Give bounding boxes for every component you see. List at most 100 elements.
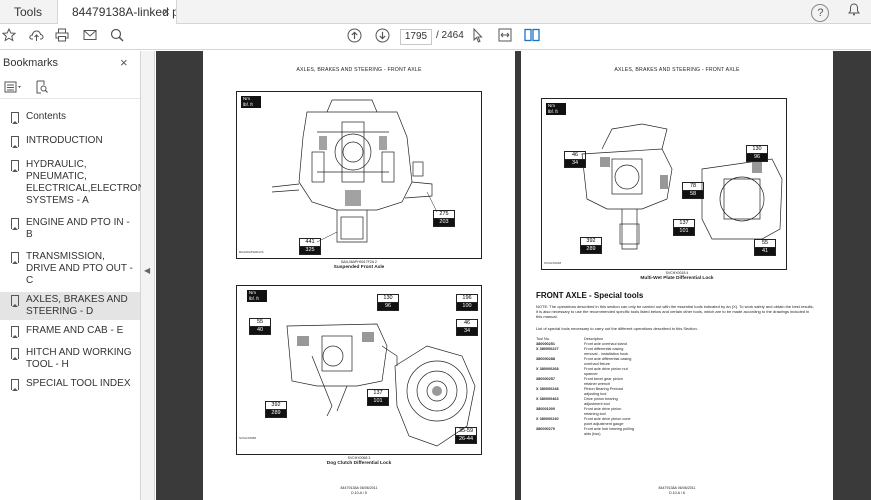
mail-icon[interactable] <box>81 28 99 46</box>
bookmark-item[interactable]: SPECIAL TOOL INDEX <box>0 376 140 392</box>
tool-number: 380001000 <box>536 407 556 411</box>
figure-id: SVCHX0068 <box>239 436 257 440</box>
bookmark-item[interactable]: ENGINE AND PTO IN - B <box>0 215 140 243</box>
tool-description: Front axle drive pinion nut <box>584 367 628 371</box>
tool-description: retaining tool <box>584 412 606 416</box>
bell-icon[interactable] <box>845 3 863 21</box>
tool-number: X 380000240 <box>536 417 559 421</box>
axle-drawing <box>271 99 438 243</box>
page-number-input[interactable]: 1795 <box>400 29 432 45</box>
tool-number: 380000251 <box>536 342 556 346</box>
figure-id: SVCHX0018 <box>544 261 562 265</box>
footer-page-ref: D.10.A / 5 <box>351 491 367 495</box>
bookmark-search-icon[interactable] <box>32 80 50 98</box>
two-page-view-icon[interactable] <box>523 28 541 46</box>
star-icon[interactable] <box>0 27 18 46</box>
tool-description: adjusting tool <box>584 392 607 396</box>
bookmark-label: HITCH AND WORKING TOOL - H <box>26 347 132 370</box>
bookmark-icon <box>11 326 19 338</box>
bookmark-label: FRAME AND CAB - E <box>26 325 124 336</box>
zoom-search-icon[interactable] <box>108 28 126 46</box>
document-viewer[interactable]: AXLES, BRAKES AND STEERING - FRONT AXLE … <box>156 51 871 500</box>
table-row: 380001000 Front axle drive pinion <box>536 407 716 412</box>
tool-description: Front axle differential casing <box>584 357 632 361</box>
table-row: aids (two) <box>536 432 716 437</box>
bookmark-item[interactable]: HYDRAULIC, PNEUMATIC, ELECTRICAL,ELECTRO… <box>0 157 155 209</box>
options-menu-icon[interactable] <box>4 80 22 98</box>
figure-ref: SVCHX0068 3 <box>347 456 371 460</box>
tool-description: Front axle drive pinion cone <box>584 417 631 421</box>
tool-number: X 380000227 <box>536 347 559 351</box>
table-row: 380000288 Front axle differential casing <box>536 357 716 362</box>
next-page-icon[interactable] <box>373 28 391 46</box>
tool-number: X 380000268 <box>536 367 559 371</box>
table-row: removal - installation hook <box>536 352 716 357</box>
close-panel-icon[interactable]: × <box>120 55 128 70</box>
tab-document[interactable]: 84479138A-linked p... × <box>57 0 177 24</box>
bookmark-icon <box>11 112 19 124</box>
figure-ref: BAIL06APH0017F2A 2 <box>341 260 377 264</box>
select-tool-icon[interactable] <box>469 27 487 46</box>
bookmark-label: ENGINE AND PTO IN - B <box>26 217 130 240</box>
section-note: NOTE: The operations described in this s… <box>536 304 814 319</box>
bookmark-item[interactable]: INTRODUCTION <box>0 133 140 149</box>
tab-document-label: 84479138A-linked p... <box>72 5 176 19</box>
bookmark-icon <box>11 295 19 307</box>
page-footer: 84479138A 06/06/2011 D.10.A / 6 <box>521 486 833 496</box>
bookmark-item[interactable]: FRAME AND CAB - E <box>0 323 140 339</box>
table-row: 380000251 Front axle overhaul stand <box>536 342 716 347</box>
close-icon[interactable]: × <box>162 4 170 19</box>
previous-page-icon[interactable] <box>345 28 363 46</box>
bookmark-item[interactable]: HITCH AND WORKING TOOL - H <box>0 345 140 373</box>
table-row: X 380000463 Drive pinion bearing <box>536 397 716 402</box>
table-row: point adjustment gauge <box>536 422 716 427</box>
tool-description: Front differential casing <box>584 347 624 351</box>
tabbar-right: ? <box>799 3 863 22</box>
tool-description: Front axle overhaul stand <box>584 342 627 346</box>
multi-wet-plate-drawing <box>581 123 783 250</box>
tab-tools[interactable]: Tools <box>13 5 42 19</box>
bookmark-item[interactable]: TRANSMISSION, DRIVE AND PTO OUT - C <box>0 249 140 289</box>
help-icon[interactable]: ? <box>811 4 830 22</box>
tool-description: Drive pinion bearing <box>584 397 618 401</box>
table-row: X 380000227 Front differential casing <box>536 347 716 352</box>
tool-description: point adjustment gauge <box>584 422 624 426</box>
tool-number: X 380000463 <box>536 397 559 401</box>
footer-date: 84479138A 06/06/2011 <box>340 486 378 490</box>
upload-cloud-icon[interactable] <box>27 28 45 46</box>
print-icon[interactable] <box>53 28 71 46</box>
table-row: X 380000268 Front axle drive pinion nut <box>536 367 716 372</box>
table-row: X 380000240 Front axle drive pinion cone <box>536 417 716 422</box>
table-row: overhaul fixture <box>536 362 716 367</box>
panel-splitter[interactable]: ◀ <box>141 51 155 500</box>
dog-clutch-drawing <box>286 323 476 447</box>
collapse-arrow-icon[interactable]: ◀ <box>144 266 151 275</box>
bookmark-item[interactable]: Contents <box>0 109 140 125</box>
tool-number: 380000288 <box>536 357 556 361</box>
figure-caption: Dog Clutch Differential Lock <box>326 461 392 466</box>
fit-width-icon[interactable] <box>496 28 514 46</box>
tool-description: Front axle drive pinion <box>584 407 622 411</box>
bookmark-item-selected[interactable]: AXLES, BRAKES AND STEERING - D <box>0 292 140 320</box>
footer-date: 84479138A 06/06/2011 <box>658 486 696 490</box>
